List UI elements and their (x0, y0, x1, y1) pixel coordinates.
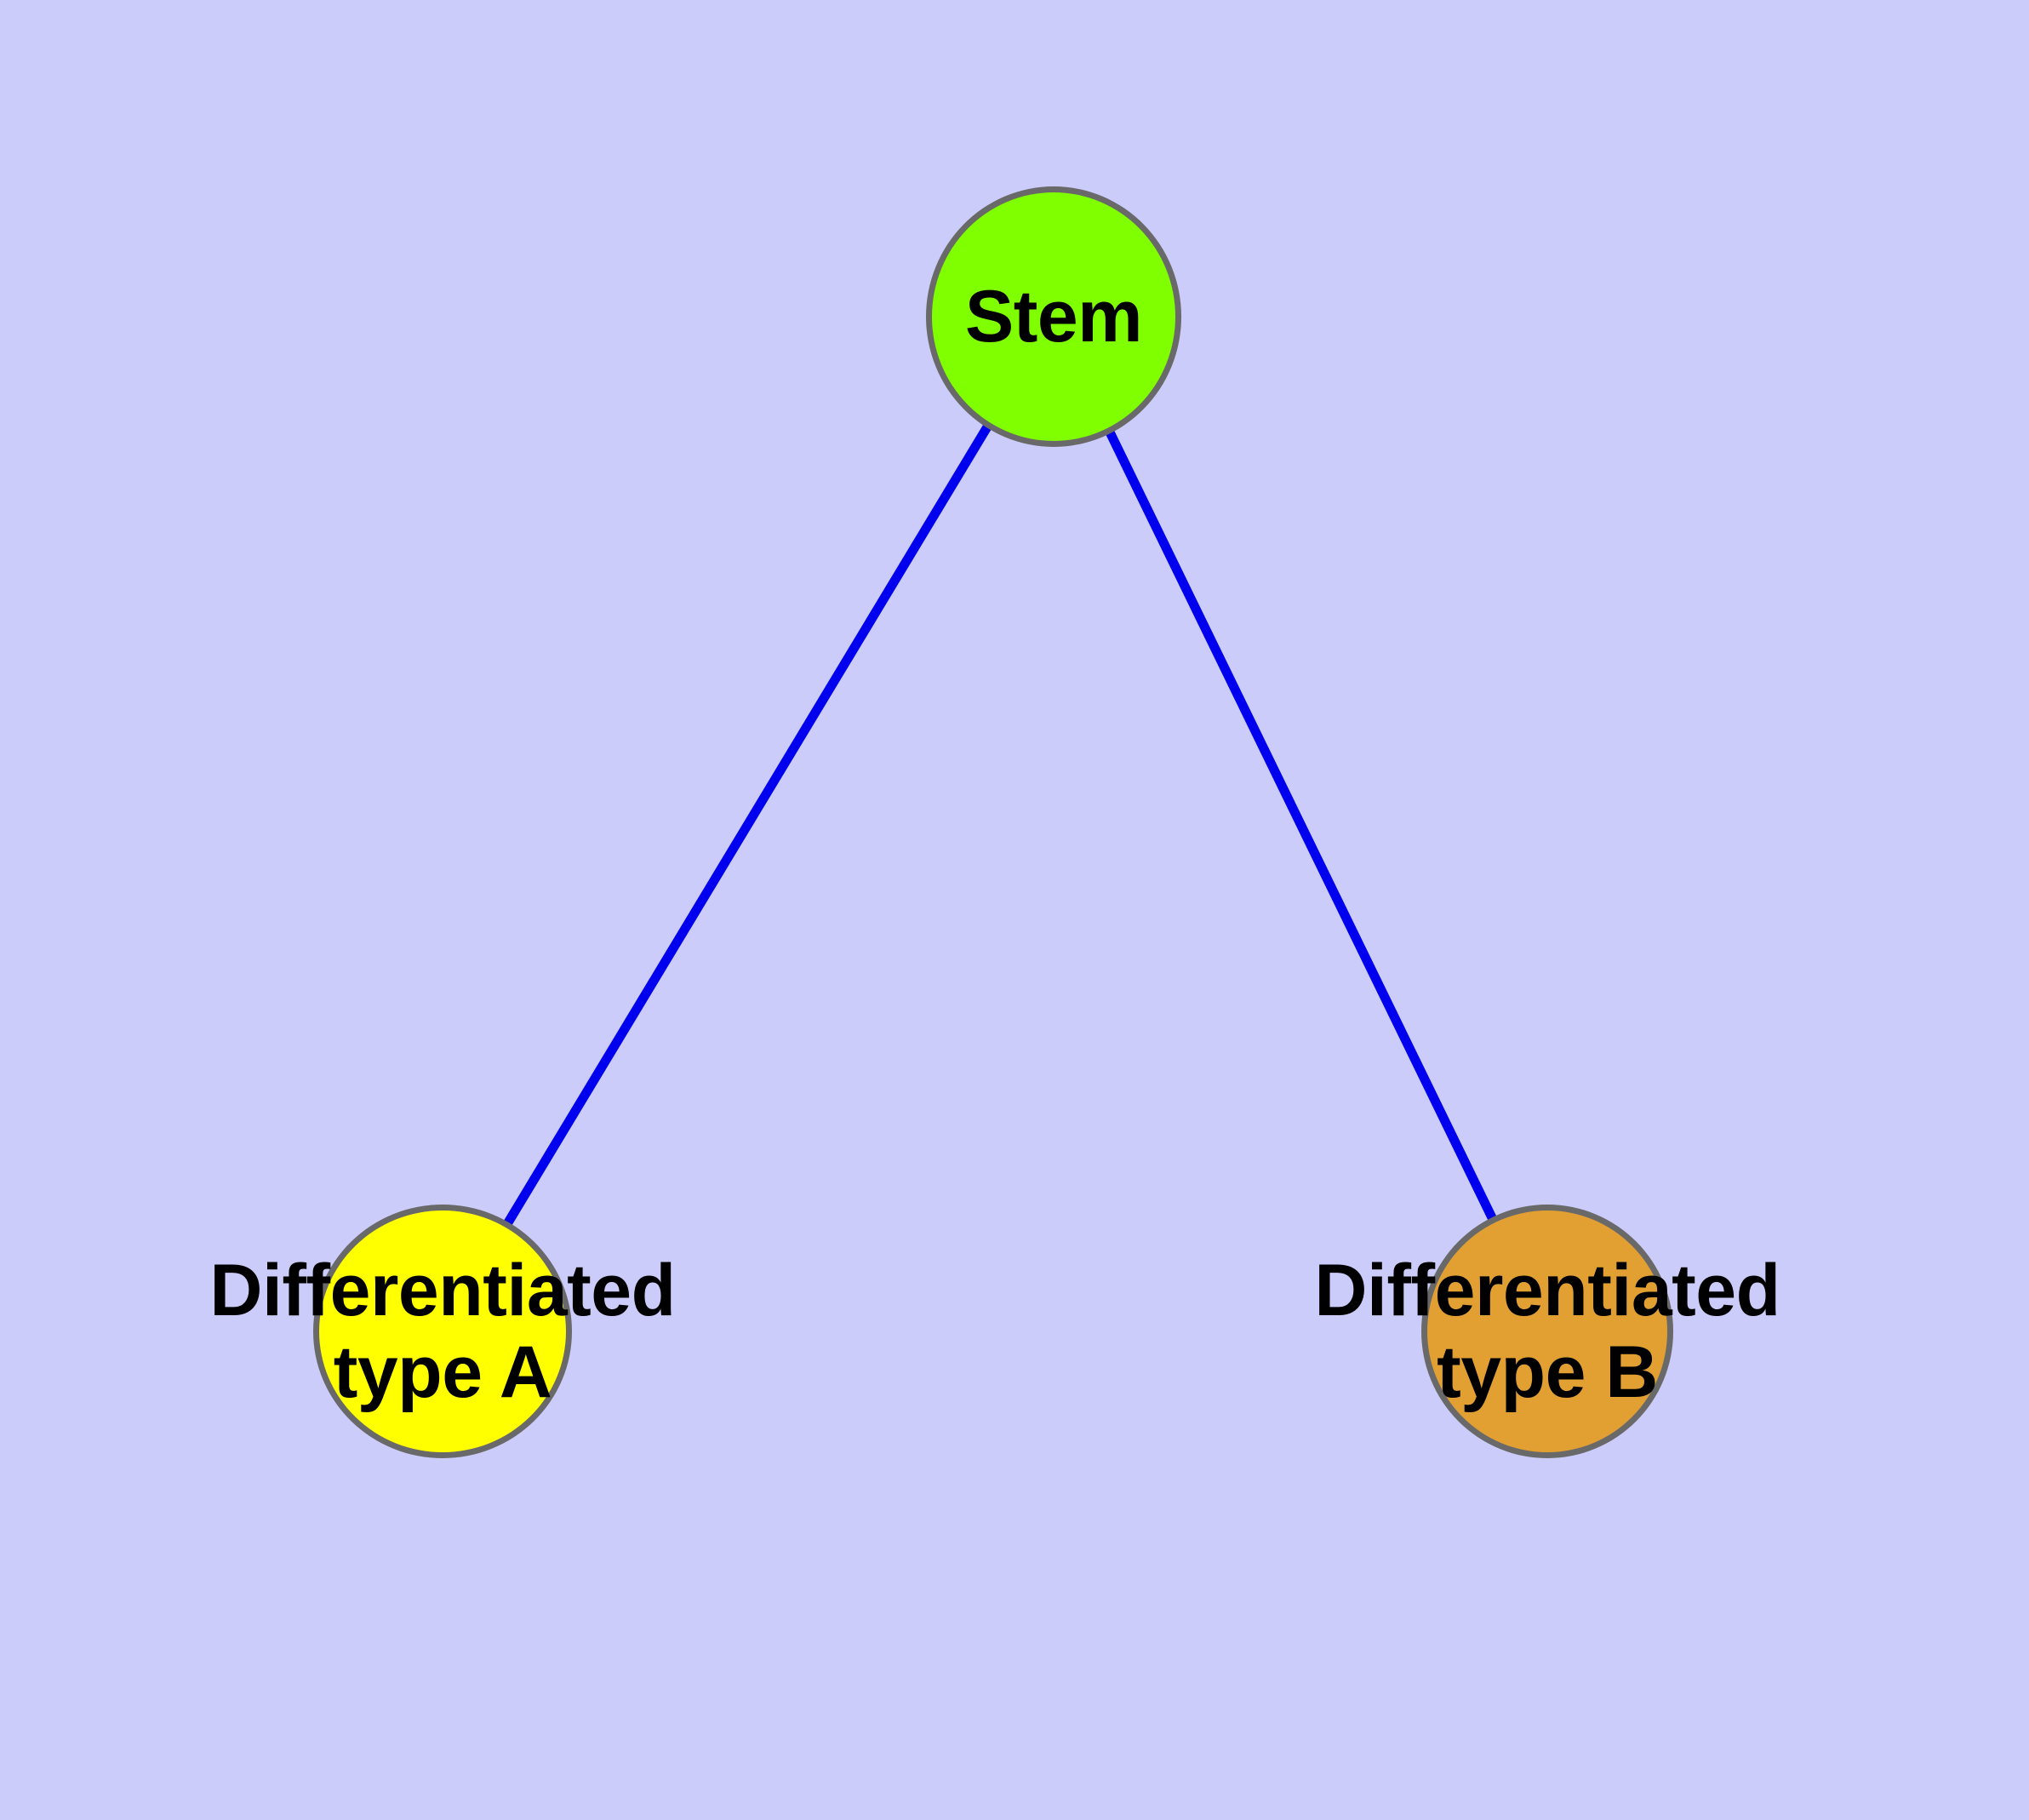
node-stem[interactable]: Stem (926, 186, 1181, 447)
node-differentiated-type-a-circle (313, 1205, 572, 1458)
node-differentiated-type-b-circle (1421, 1205, 1673, 1458)
edge-stem-to-differentiated-type-b (1049, 314, 1552, 1334)
node-stem-circle (926, 186, 1181, 447)
edge-stem-to-differentiated-type-a (438, 314, 1058, 1334)
